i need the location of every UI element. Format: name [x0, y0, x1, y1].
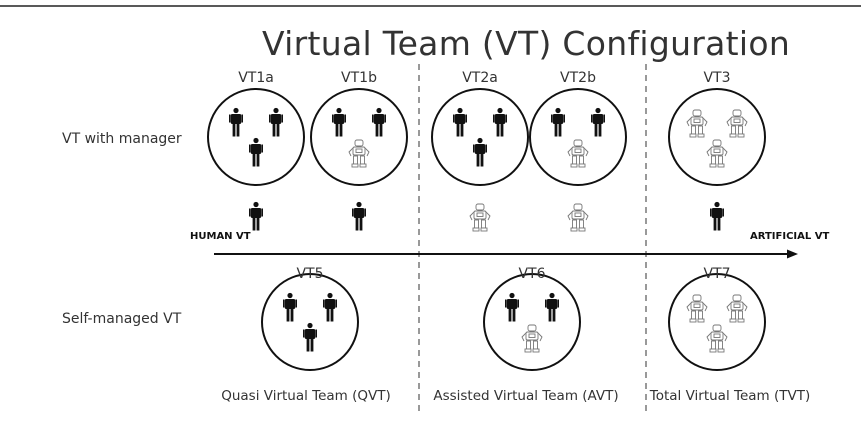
- team-label-vt1b: VT1b: [341, 70, 377, 86]
- caption-qvt: Quasi Virtual Team (QVT): [221, 388, 391, 404]
- manager-human-icon: [249, 201, 263, 231]
- human-icon: [269, 107, 283, 137]
- team-label-vt1a: VT1a: [238, 70, 274, 86]
- human-icon: [249, 137, 263, 167]
- robot-icon: [686, 109, 708, 138]
- team-circle-vt2a: [431, 88, 529, 186]
- axis-label-artificial-vt: ARTIFICIAL VT: [750, 231, 830, 242]
- manager-robot-icon: [567, 203, 589, 232]
- human-icon: [283, 292, 297, 322]
- manager-human-icon: [710, 201, 724, 231]
- axis-arrowhead: [787, 249, 798, 259]
- robot-icon: [686, 294, 708, 323]
- human-icon: [453, 107, 467, 137]
- human-icon: [323, 292, 337, 322]
- robot-icon: [521, 324, 543, 353]
- team-circle-vt3: [668, 88, 766, 186]
- human-icon: [591, 107, 605, 137]
- team-circle-vt2b: [529, 88, 627, 186]
- human-icon: [229, 107, 243, 137]
- human-icon: [505, 292, 519, 322]
- manager-robot-icon: [469, 203, 491, 232]
- axis-label-human-vt: HUMAN VT: [190, 231, 251, 242]
- human-icon: [303, 322, 317, 352]
- caption-tvt: Total Virtual Team (TVT): [649, 388, 811, 404]
- robot-icon: [348, 139, 370, 168]
- row-label-with-manager: VT with manager: [62, 131, 182, 147]
- robot-icon: [706, 139, 728, 168]
- team-label-vt2a: VT2a: [462, 70, 498, 86]
- human-icon: [372, 107, 386, 137]
- page-title: Virtual Team (VT) Configuration: [262, 24, 791, 63]
- team-circle-vt6: [483, 273, 581, 371]
- robot-icon: [567, 139, 589, 168]
- team-label-vt6: VT6: [518, 266, 546, 282]
- robot-icon: [706, 324, 728, 353]
- team-label-vt7: VT7: [703, 266, 731, 282]
- team-circle-vt7: [668, 273, 766, 371]
- team-circle-vt1a: [207, 88, 305, 186]
- row-label-self-managed: Self-managed VT: [62, 311, 182, 327]
- team-circle-vt5: [261, 273, 359, 371]
- human-icon: [473, 137, 487, 167]
- team-circle-vt1b: [310, 88, 408, 186]
- team-label-vt5: VT5: [296, 266, 324, 282]
- human-icon: [551, 107, 565, 137]
- caption-avt: Assisted Virtual Team (AVT): [433, 388, 619, 404]
- human-icon: [545, 292, 559, 322]
- robot-icon: [726, 294, 748, 323]
- robot-icon: [726, 109, 748, 138]
- team-label-vt3: VT3: [703, 70, 731, 86]
- human-icon: [332, 107, 346, 137]
- manager-human-icon: [352, 201, 366, 231]
- human-icon: [493, 107, 507, 137]
- team-label-vt2b: VT2b: [560, 70, 596, 86]
